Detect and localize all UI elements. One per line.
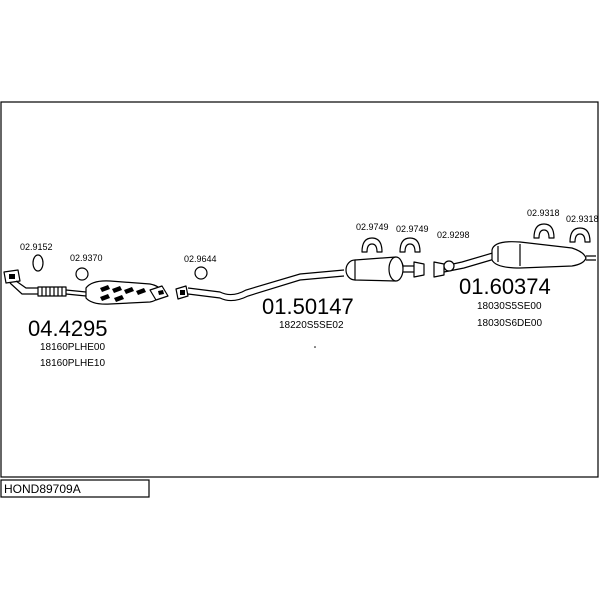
gasket-ring-icon bbox=[443, 260, 455, 272]
hardware-code-label: 02.9370 bbox=[70, 253, 103, 263]
hardware-code-label: 02.9318 bbox=[566, 214, 599, 224]
hardware-code-label: 02.9749 bbox=[396, 224, 429, 234]
hardware-code-label: 02.9644 bbox=[184, 254, 217, 264]
diagram-frame bbox=[0, 101, 599, 478]
part-number: 01.60374 bbox=[459, 274, 551, 299]
hardware-code-label: 02.9298 bbox=[437, 230, 470, 240]
hardware-code-label: 02.9318 bbox=[527, 208, 560, 218]
hanger-ring-icon bbox=[32, 254, 44, 272]
rubber-hanger-icon bbox=[533, 223, 555, 239]
oem-reference: 18160PLHE10 bbox=[40, 358, 105, 369]
part-number: 01.50147 bbox=[262, 294, 354, 319]
diagram-code: HOND89709A bbox=[4, 482, 81, 496]
gasket-ring-icon bbox=[194, 266, 208, 280]
oem-reference: 18160PLHE00 bbox=[40, 342, 105, 353]
dot-mark bbox=[314, 346, 316, 348]
rubber-hanger-icon bbox=[361, 237, 383, 253]
part-number: 04.4295 bbox=[28, 316, 108, 341]
oem-reference: 18030S6DE00 bbox=[477, 318, 542, 329]
rubber-hanger-icon bbox=[399, 237, 421, 253]
intermediate-pipe bbox=[175, 256, 425, 302]
front-pipe-catalyst bbox=[3, 269, 169, 305]
oem-reference: 18030S5SE00 bbox=[477, 301, 542, 312]
oem-reference: 18220S5SE02 bbox=[279, 320, 344, 331]
hardware-code-label: 02.9152 bbox=[20, 242, 53, 252]
hardware-code-label: 02.9749 bbox=[356, 222, 389, 232]
gasket-ring-icon bbox=[75, 267, 89, 281]
footer-code-box bbox=[0, 479, 150, 498]
rear-muffler bbox=[433, 241, 596, 278]
rubber-hanger-icon bbox=[569, 227, 591, 243]
